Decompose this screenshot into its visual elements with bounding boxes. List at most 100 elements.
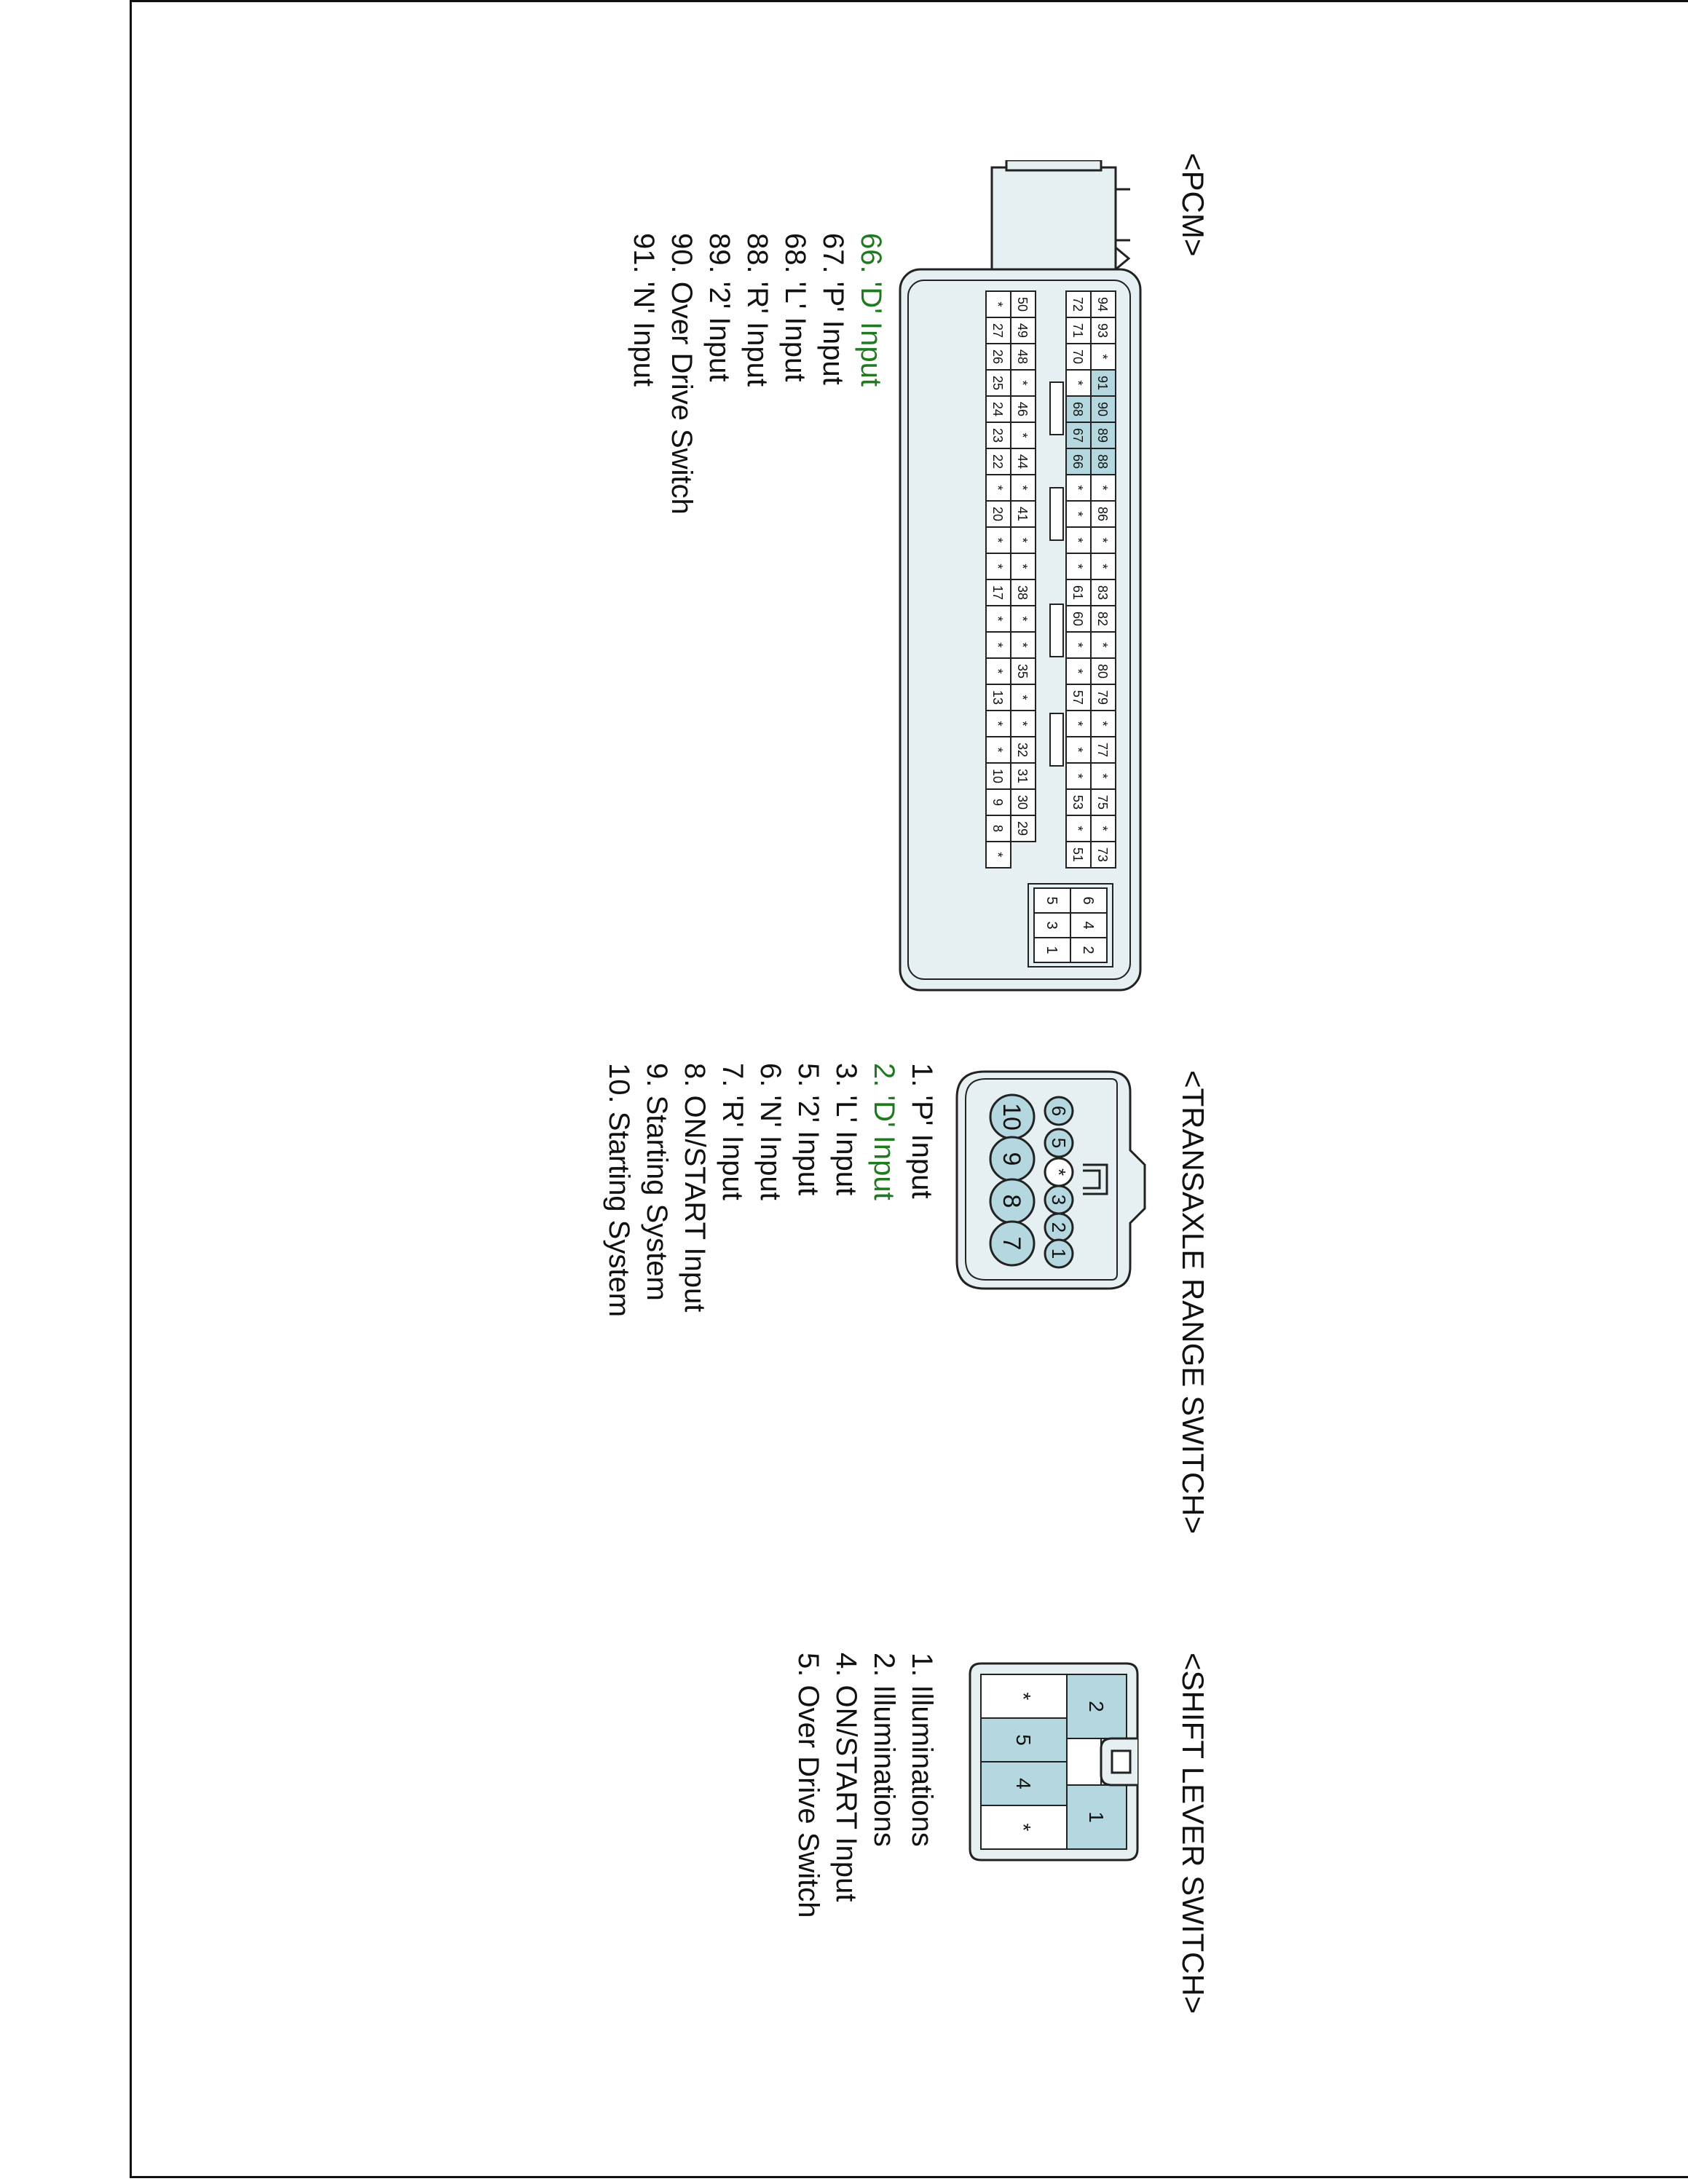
pcm-pin-number: 57: [1070, 690, 1085, 705]
pcm-pin-number: *: [990, 485, 1005, 490]
transaxle-pin-label: 6. 'N' Input: [754, 1063, 786, 1200]
pcm-pin-number: *: [1095, 642, 1110, 647]
pcm-pin-number: 83: [1095, 585, 1110, 600]
pcm-pin-number: 94: [1095, 297, 1110, 312]
pcm-pin-number: *: [1015, 537, 1030, 542]
shift-lever-pin-number: *: [1012, 1693, 1035, 1701]
pcm-pin-number: 51: [1070, 847, 1085, 862]
pcm-pin-number: *: [990, 642, 1005, 647]
pcm-pin-number: *: [990, 747, 1005, 752]
pcm-pin-number: 10: [990, 769, 1005, 783]
pcm-aux-frame: [1028, 883, 1113, 968]
transaxle-pin-label: 3. 'L' Input: [830, 1063, 862, 1196]
pcm-pin-number: *: [1015, 616, 1030, 621]
shift-lever-pin-label: 4. ON/START Input: [830, 1653, 862, 1902]
pcm-pin-number: *: [990, 721, 1005, 726]
pcm-pin-label: 90. Over Drive Switch: [666, 233, 698, 515]
pcm-pin-list: 66. 'D' Input 67. 'P' Input 68. 'L' Inpu…: [625, 233, 890, 515]
pcm-pin-number: *: [1070, 747, 1085, 752]
shift-lever-connector: 21*54*: [969, 1662, 1139, 1861]
shift-lever-title: <SHIFT LEVER SWITCH>: [1176, 1653, 1210, 2014]
transaxle-pin: [989, 1220, 1036, 1267]
pcm-pin-number: *: [1095, 354, 1110, 359]
pcm-pin-number: *: [1015, 432, 1030, 438]
pcm-pin-number: 25: [990, 376, 1005, 390]
transaxle-title: <TRANSAXLE RANGE SWITCH>: [1176, 1070, 1210, 1535]
transaxle-pin-label: 10. Starting System: [603, 1063, 635, 1318]
transaxle-pin-number: 3: [1048, 1195, 1070, 1205]
pcm-pin-number: *: [1070, 721, 1085, 726]
pcm-pin-number: 88: [1095, 454, 1110, 469]
transaxle-pin-label: 8. ON/START Input: [679, 1063, 711, 1313]
transaxle-pin: [1044, 1238, 1074, 1269]
pcm-pin-number: *: [1095, 563, 1110, 569]
pcm-pin-number: *: [1070, 485, 1085, 490]
pcm-pin-number: *: [1015, 721, 1030, 726]
transaxle-pin-number: 6: [1048, 1106, 1070, 1116]
pcm-pin-number: *: [1095, 537, 1110, 542]
pcm-pin-number: *: [1015, 695, 1030, 700]
pcm-aux-number: 5: [1044, 896, 1060, 904]
shift-lever-pin-number: 5: [1012, 1734, 1035, 1746]
shift-lever-pin-number: 4: [1012, 1778, 1035, 1789]
page-frame: [130, 0, 1688, 2178]
pcm-aux-number: 4: [1080, 921, 1096, 929]
pcm-pin-number: *: [1015, 380, 1030, 385]
transaxle-pin-number: 9: [998, 1152, 1025, 1166]
pcm-pin-number: *: [1015, 485, 1030, 490]
pcm-key-tab: [1049, 604, 1064, 657]
pcm-pin-number: 79: [1095, 690, 1110, 705]
shift-lever-key: [1100, 1737, 1137, 1787]
transaxle-pin-number: 2: [1048, 1222, 1070, 1233]
pcm-pin-label: 68. 'L' Input: [779, 233, 811, 382]
transaxle-pin-number: 5: [1048, 1138, 1070, 1148]
pcm-pin-number: 86: [1095, 507, 1110, 521]
pcm-pin-number: 77: [1095, 743, 1110, 757]
pcm-pin-number: 46: [1015, 402, 1030, 416]
pcm-pin-number: 60: [1070, 612, 1085, 626]
pcm-pin-number: 49: [1015, 323, 1030, 338]
shift-lever-pin-label: 1. Illuminations: [906, 1653, 938, 1847]
pcm-pin-number: 70: [1070, 349, 1085, 364]
shift-lever-pin-number: 1: [1085, 1811, 1108, 1823]
pcm-pin-number: *: [1070, 826, 1085, 831]
pcm-pin-number: 22: [990, 454, 1005, 469]
pcm-pin-number: 82: [1095, 612, 1110, 626]
pcm-pin-label: 91. 'N' Input: [628, 233, 660, 387]
pcm-pin-number: 26: [990, 349, 1005, 364]
pcm-pin-number: 23: [990, 428, 1005, 443]
pcm-key-tab: [1049, 713, 1064, 767]
pcm-pin-label: 88. 'R' Input: [741, 233, 773, 387]
transaxle-pin-number: 8: [998, 1195, 1025, 1208]
pcm-pin-number: *: [990, 537, 1005, 542]
pcm-pin-number: 50: [1015, 297, 1030, 312]
pcm-pin-number: *: [1070, 668, 1085, 673]
transaxle-pin-list: 1. 'P' Input 2. 'D' Input 3. 'L' Input 5…: [600, 1063, 941, 1317]
pcm-pin-number: 80: [1095, 664, 1110, 678]
pcm-pin-number: 32: [1015, 743, 1030, 757]
pcm-pin-number: *: [990, 563, 1005, 569]
transaxle-pin-label: 7. 'R' Input: [717, 1063, 749, 1200]
pcm-aux-number: 6: [1080, 896, 1096, 904]
transaxle-pin-number: 1: [1048, 1249, 1070, 1259]
transaxle-pin-number: 10: [998, 1103, 1025, 1131]
pcm-pin-number: 72: [1070, 297, 1085, 312]
pcm-pin-label: 89. '2' Input: [703, 233, 735, 382]
pcm-pin-number: 20: [990, 507, 1005, 521]
pcm-pin-number: 93: [1095, 323, 1110, 338]
pcm-key-tab: [1049, 487, 1064, 541]
pcm-aux-number: 1: [1044, 946, 1060, 954]
shift-lever-pin-list: 1. Illuminations 2. Illuminations 4. ON/…: [789, 1653, 941, 1918]
transaxle-pin-number: 7: [998, 1237, 1025, 1251]
pcm-pin-number: 13: [990, 690, 1005, 705]
pcm-pin-number: 91: [1095, 376, 1110, 390]
pcm-pin-number: 48: [1015, 349, 1030, 364]
pcm-pin-number: *: [1095, 485, 1110, 490]
pcm-pin-number: *: [1070, 773, 1085, 778]
pcm-pin-number: 75: [1095, 795, 1110, 810]
pcm-pin-cell: [1065, 841, 1092, 869]
